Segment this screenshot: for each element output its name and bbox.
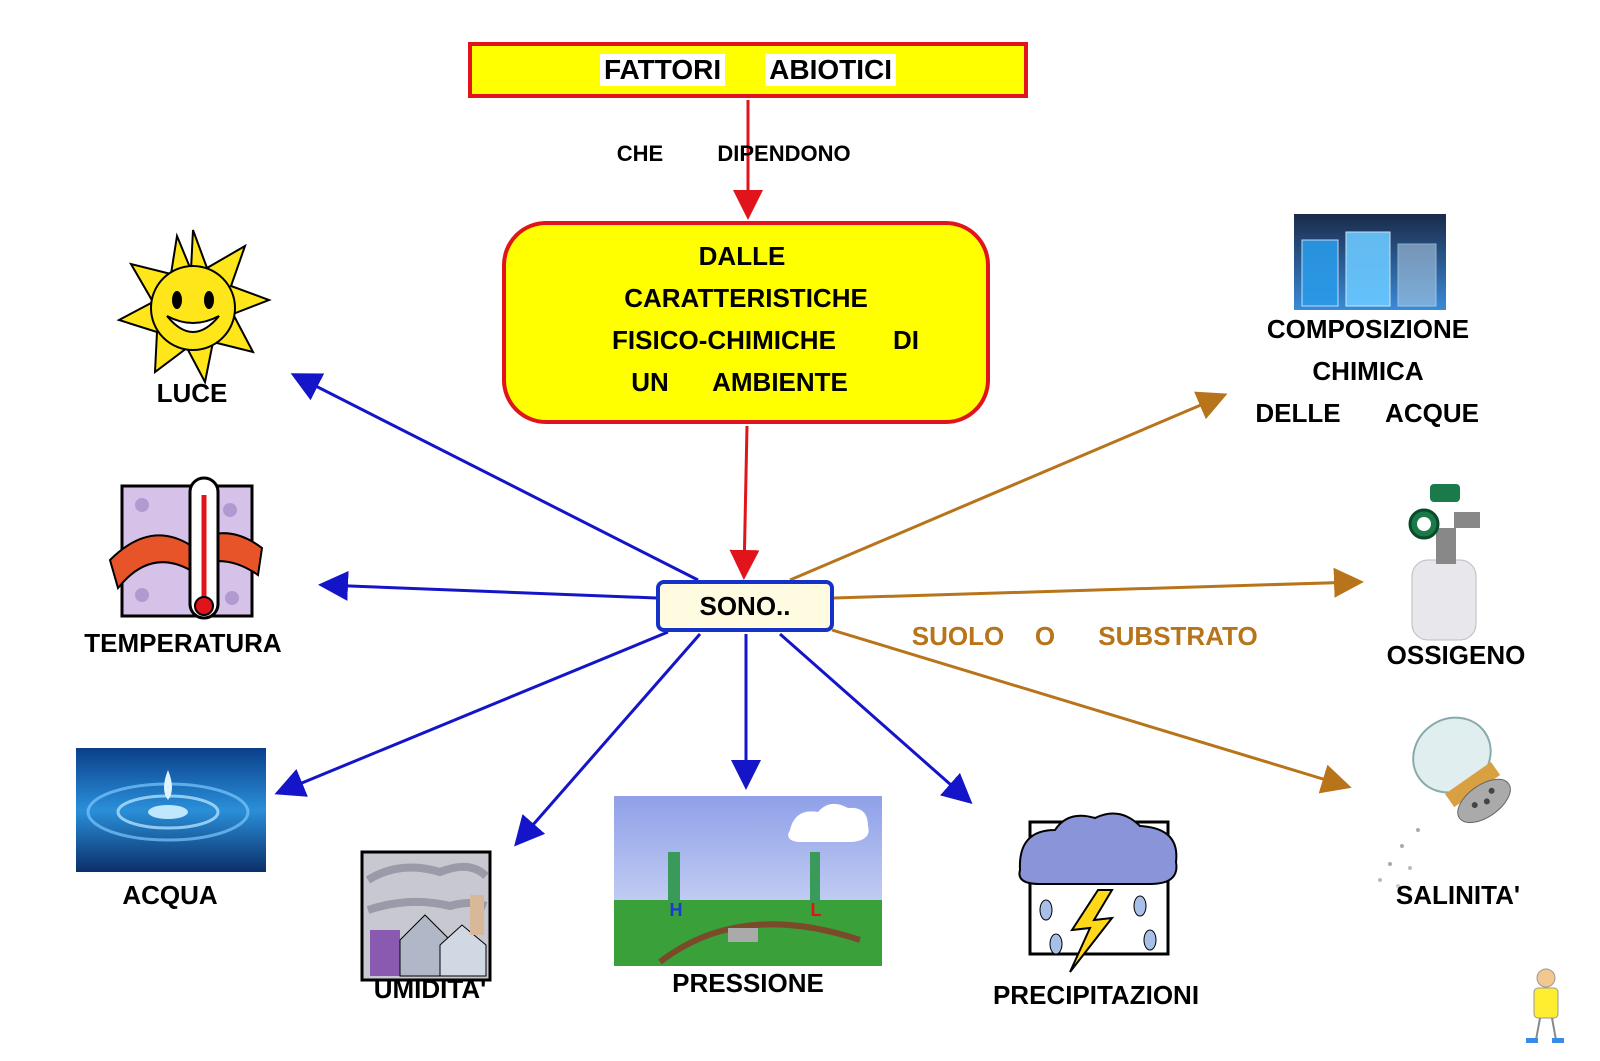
title-word-abiotici: ABIOTICI <box>765 54 897 86</box>
water-drop-icon <box>76 748 266 872</box>
arrow-to-salinita <box>831 628 1352 794</box>
center-box: DALLE CARATTERISTICHE FISICO-CHIMICHE DI… <box>502 221 990 424</box>
arrow-to-umidita <box>514 633 702 847</box>
salt-shaker-icon <box>1378 716 1511 888</box>
center-line-4a: UN <box>631 367 669 397</box>
arrow-to-composizione <box>789 391 1228 582</box>
soil-label-substrato: SUBSTRATO <box>1098 621 1257 651</box>
label-precipitazioni: PRECIPITAZIONI <box>993 980 1199 1010</box>
title-word-fattori: FATTORI <box>599 54 726 86</box>
humid-town-icon <box>360 850 492 982</box>
label-composizione-1: COMPOSIZIONE <box>1267 314 1469 344</box>
soil-label-o: O <box>1035 621 1055 651</box>
connector-word-dipendono: DIPENDONO <box>717 141 850 166</box>
oxygen-tank-icon <box>1408 484 1480 641</box>
mascot-icon <box>1526 968 1564 1043</box>
center-box-text: DALLE CARATTERISTICHE FISICO-CHIMICHE DI… <box>612 241 919 397</box>
hub-label: SONO.. <box>699 590 791 621</box>
label-salinita: SALINITA' <box>1396 880 1520 910</box>
thermometer-icon <box>108 476 264 620</box>
arrow-center-to-hub <box>729 425 760 580</box>
label-pressione: PRESSIONE <box>672 968 824 998</box>
label-luce: LUCE <box>157 378 228 408</box>
arrow-to-ossigeno <box>833 567 1364 600</box>
title-box: FATTORI ABIOTICI <box>468 42 1028 98</box>
center-line-3b: DI <box>893 325 919 355</box>
label-acqua: ACQUA <box>122 880 218 910</box>
label-ossigeno: OSSIGENO <box>1387 640 1526 670</box>
arrow-to-precipitazioni <box>779 632 973 804</box>
label-umidita: UMIDITA' <box>374 974 487 1004</box>
center-line-4b: AMBIENTE <box>712 367 848 397</box>
center-line-3a: FISICO-CHIMICHE <box>612 325 836 355</box>
label-composizione-2: CHIMICA <box>1312 356 1423 386</box>
center-line-1: DALLE <box>699 241 786 271</box>
label-temperatura: TEMPERATURA <box>84 628 282 658</box>
soil-label-suolo: SUOLO <box>912 621 1004 651</box>
storm-cloud-icon <box>1018 812 1178 973</box>
label-composizione-3a: DELLE <box>1255 398 1340 428</box>
svg-text:H: H <box>670 900 683 920</box>
beakers-icon <box>1294 214 1446 310</box>
pressure-map-icon: H L <box>614 796 882 966</box>
label-composizione-3b: ACQUE <box>1385 398 1479 428</box>
connector-word-che: CHE <box>617 141 663 166</box>
arrow-to-temperatura <box>318 570 657 601</box>
center-line-2: CARATTERISTICHE <box>624 283 868 313</box>
arrow-to-acqua <box>274 630 669 797</box>
svg-text:L: L <box>811 900 822 920</box>
sun-icon <box>116 229 272 385</box>
hub-box: SONO.. <box>656 580 834 632</box>
arrow-to-luce <box>290 373 699 582</box>
